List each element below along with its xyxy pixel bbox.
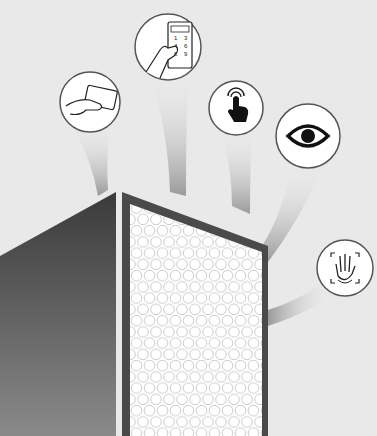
- card-icon: [60, 72, 120, 132]
- signal-beam: [150, 74, 188, 196]
- touch-icon: [209, 81, 263, 135]
- keypad-digit: 6: [184, 43, 187, 49]
- signal-beam: [72, 124, 110, 196]
- signal-beam: [222, 130, 252, 214]
- signal-beam: [268, 282, 330, 326]
- keypad-digit: 3: [184, 35, 187, 41]
- keypad-digit: 9: [184, 51, 187, 57]
- keypad-digit: 4: [174, 43, 177, 49]
- box-side: [0, 192, 116, 436]
- keypad-icon: [135, 14, 201, 80]
- palm-scan-icon: [317, 240, 373, 296]
- keypad-digit: 8: [174, 51, 177, 57]
- hex-mesh-panel: [130, 204, 262, 436]
- eye-icon: [276, 104, 340, 168]
- box-front-frame: [122, 192, 268, 436]
- signal-beam: [262, 166, 322, 262]
- keypad-digit: 1: [174, 35, 177, 41]
